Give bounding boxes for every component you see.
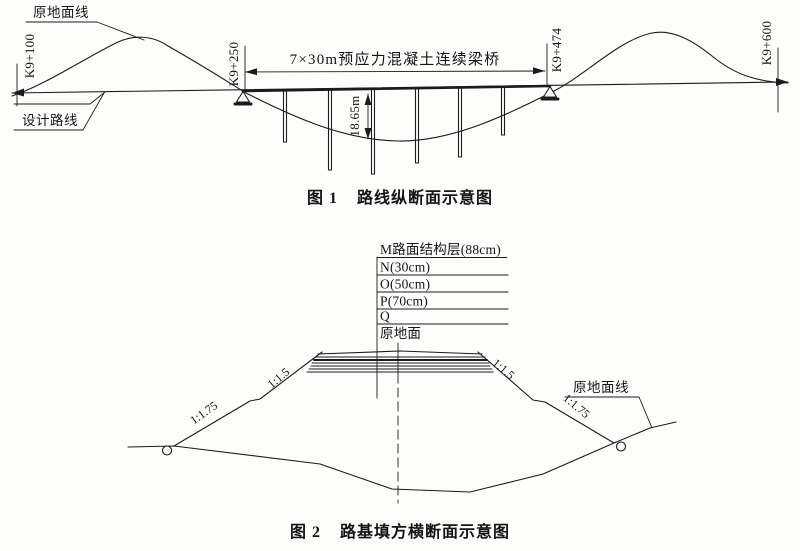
bridge-pier: [282, 89, 288, 143]
station-label-k9-250: K9+250: [226, 42, 241, 87]
bridge-pier: [370, 88, 376, 175]
slope-left: [173, 351, 323, 447]
design-line-left-arrow: [12, 88, 24, 97]
pavement-layers: [306, 350, 494, 373]
span-dimension-line: [244, 70, 546, 73]
layer-label-n: N(30cm): [380, 260, 430, 275]
bridge-pier: [457, 86, 463, 158]
bridge-deck: [241, 84, 552, 93]
height-dimension: 18.65m: [347, 93, 372, 140]
layer-label-stack: M路面结构层(88cm) N(30cm) O(50cm) P(70cm) Q 原…: [376, 242, 509, 399]
station-label-k9-100: K9+100: [22, 34, 37, 79]
design-line-right-arrow: [776, 78, 788, 86]
figure1-caption-title: 路线纵断面示意图: [357, 188, 493, 207]
bridge-pier: [414, 87, 420, 164]
station-label-k9-600: K9+600: [759, 21, 774, 66]
original-ground-line-label-fig2: 原地面线: [573, 380, 629, 395]
slope-label-left-lower: 1:1.75: [187, 398, 220, 427]
abutment-right: [540, 85, 560, 101]
span-dimension-left-arrow: [245, 68, 257, 76]
layer-label-ground: 原地面: [380, 326, 421, 341]
original-ground-line-label: 原地面线: [33, 5, 89, 20]
figure2-caption-title: 路基填方横断面示意图: [340, 522, 510, 541]
layer-label-p: P(70cm): [380, 294, 428, 309]
station-label-k9-474: K9+474: [549, 28, 564, 73]
layer-label-q: Q: [380, 309, 390, 324]
figure1-caption-number: 图 1: [307, 189, 338, 207]
bridge-pier: [500, 86, 506, 136]
slope-label-left-upper: 1:1.5: [265, 365, 293, 391]
abutment-left: [233, 90, 253, 106]
design-line-label: 设计路线: [22, 113, 78, 128]
slope-toe-marker-right: [615, 441, 627, 452]
figure2-embankment-cross-section: M路面结构层(88cm) N(30cm) O(50cm) P(70cm) Q 原…: [127, 242, 677, 541]
slope-label-right-lower: 1:1.75: [560, 391, 592, 421]
slope-right: [477, 351, 615, 444]
figure1-caption: 图 1 路线纵断面示意图: [307, 188, 493, 207]
original-ground-curve: [11, 31, 789, 142]
height-dimension-label: 18.65m: [347, 95, 362, 136]
ground-line-fig2: [127, 421, 677, 493]
span-dimension-right-arrow: [533, 67, 545, 75]
bridge-span-label: 7×30m预应力混凝土连续梁桥: [290, 50, 501, 68]
figure1-longitudinal-profile: 7×30m预应力混凝土连续梁桥 18.65m 原地面线 设计路线 K9+100 …: [11, 5, 789, 207]
figure2-caption-number: 图 2: [290, 523, 321, 541]
figure2-caption: 图 2 路基填方横断面示意图: [290, 522, 510, 541]
layer-label-o: O(50cm): [380, 277, 430, 292]
design-line-label-flag: 设计路线: [13, 91, 106, 131]
layer-label-m: M路面结构层(88cm): [380, 242, 501, 257]
original-ground-leader: [25, 21, 145, 41]
slope-toe-marker-left: [161, 445, 173, 456]
slope-label-right-upper: 1:1.5: [490, 356, 518, 382]
original-ground-leader-fig2: [564, 396, 653, 429]
